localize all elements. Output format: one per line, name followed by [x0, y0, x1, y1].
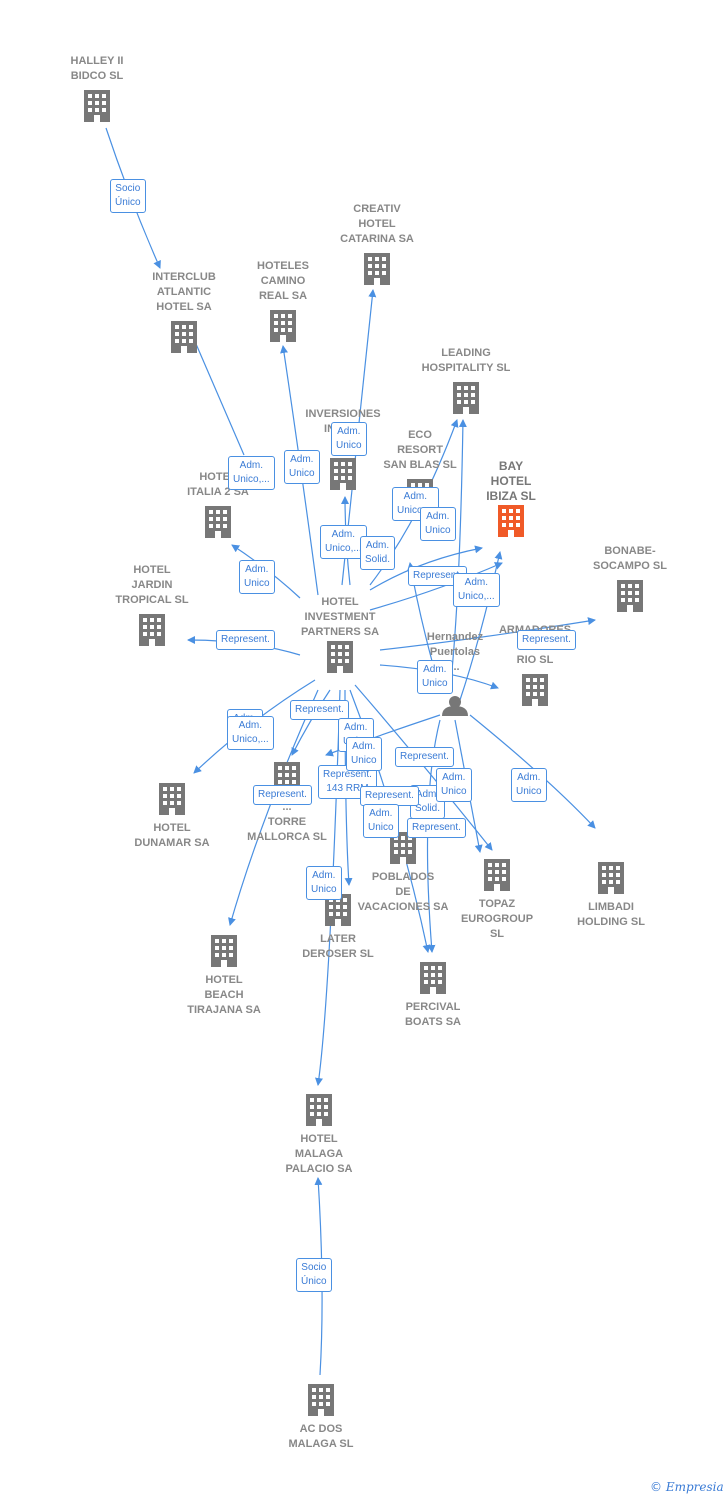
node-label-malaga[interactable]: HOTEL MALAGA PALACIO SA — [285, 1133, 353, 1175]
company-building-icon[interactable] — [617, 580, 643, 612]
company-building-icon[interactable] — [420, 962, 446, 994]
copyright-symbol: © — [650, 1480, 662, 1494]
relationship-label[interactable]: Socio Único — [110, 179, 146, 213]
relationship-edge — [189, 329, 245, 456]
brand-logo[interactable]: Empresia — [665, 1480, 724, 1494]
node-label-bay[interactable]: BAY HOTEL IBIZA SL — [486, 459, 536, 503]
brand-footer: © Empresia — [650, 1480, 724, 1494]
relationship-label[interactable]: Represent. — [408, 566, 467, 586]
node-label-eco[interactable]: ECO RESORT SAN BLAS SL — [383, 429, 457, 471]
relationship-label[interactable]: Represent. — [395, 747, 454, 767]
node-label-later[interactable]: LATER DEROSER SL — [302, 933, 374, 960]
relationship-label[interactable]: Adm. Unico,... — [320, 525, 367, 559]
node-label-hip[interactable]: HOTEL INVESTMENT PARTNERS SA — [300, 596, 380, 638]
relationship-edge — [369, 545, 483, 591]
relationship-label[interactable]: Represent. — [216, 630, 275, 650]
relationship-edge — [228, 689, 319, 926]
relationship-edge — [459, 551, 503, 701]
node-label-halley[interactable]: HALLEY II BIDCO SL — [70, 55, 124, 82]
relationship-label[interactable]: Adm. Unico,... — [227, 716, 274, 750]
relationship-label[interactable]: Adm. Unico — [331, 422, 367, 456]
node-label-percival[interactable]: PERCIVAL BOATS SA — [404, 1001, 462, 1028]
company-building-icon[interactable] — [270, 310, 296, 342]
relationship-label[interactable]: Socio Único — [296, 1258, 332, 1292]
relationship-label[interactable]: Adm. Solid. — [360, 536, 396, 570]
relationship-label[interactable]: Adm. Unico — [363, 804, 399, 838]
relationship-label[interactable]: Adm. Unico — [511, 768, 547, 802]
node-label-creativ[interactable]: CREATIV HOTEL CATARINA SA — [340, 203, 414, 245]
person-icon[interactable] — [442, 696, 468, 716]
company-building-icon[interactable] — [308, 1384, 334, 1416]
company-building-icon[interactable] — [598, 862, 624, 894]
company-building-icon[interactable] — [364, 253, 390, 285]
node-label-topaz[interactable]: TOPAZ EUROGROUP SL — [460, 898, 534, 940]
focus-company-building-icon[interactable] — [498, 505, 524, 537]
node-label-camino[interactable]: HOTELES CAMINO REAL SA — [257, 260, 309, 302]
relationship-label[interactable]: Adm. Unico — [417, 660, 453, 694]
company-building-icon[interactable] — [84, 90, 110, 122]
relationship-label[interactable]: Adm. Unico — [436, 768, 472, 802]
relationship-label[interactable]: Represent. — [290, 700, 349, 720]
company-building-icon[interactable] — [211, 935, 237, 967]
company-building-icon[interactable] — [205, 506, 231, 538]
node-label-italia[interactable]: HOTEL ITALIA 2 SA — [187, 471, 249, 498]
company-building-icon[interactable] — [330, 458, 356, 490]
node-label-hernandez[interactable]: Hernandez Puertolas ... — [426, 631, 484, 673]
relationship-label[interactable]: Adm. Unico,... — [228, 456, 275, 490]
node-label-limbadi[interactable]: LIMBADI HOLDING SL — [577, 901, 645, 928]
relationship-label[interactable]: Represent. — [253, 785, 312, 805]
relationship-edge — [369, 562, 503, 611]
relationship-label[interactable]: Adm. Unico — [284, 450, 320, 484]
relationship-label[interactable]: Adm. Unico — [239, 560, 275, 594]
node-label-dunamar[interactable]: HOTEL DUNAMAR SA — [134, 822, 210, 849]
relationship-label[interactable]: Adm. Unico,... — [453, 573, 500, 607]
company-building-icon[interactable] — [171, 321, 197, 353]
relationship-label[interactable]: Adm. Unico — [420, 507, 456, 541]
relationship-label[interactable]: Represent. — [517, 630, 576, 650]
company-building-icon[interactable] — [522, 674, 548, 706]
relationship-label[interactable]: Represent. — [407, 818, 466, 838]
node-label-poblados[interactable]: POBLADOS DE VACACIONES SA — [357, 871, 449, 913]
node-label-beach[interactable]: HOTEL BEACH TIRAJANA SA — [187, 974, 261, 1016]
node-label-acdos[interactable]: AC DOS MALAGA SL — [288, 1423, 354, 1450]
relationship-label[interactable]: Adm. Unico — [306, 866, 342, 900]
relationship-edge — [325, 714, 441, 757]
node-label-jardin[interactable]: HOTEL JARDIN TROPICAL SL — [115, 564, 189, 606]
node-label-torre[interactable]: ... TORRE MALLORCA SL — [247, 801, 327, 843]
company-building-icon[interactable] — [484, 859, 510, 891]
company-building-icon[interactable] — [453, 382, 479, 414]
node-label-leading[interactable]: LEADING HOSPITALITY SL — [421, 347, 511, 374]
relationship-label[interactable]: Adm. Unico — [346, 737, 382, 771]
company-building-icon[interactable] — [139, 614, 165, 646]
node-label-bonabe[interactable]: BONABE- SOCAMPO SL — [593, 545, 667, 572]
company-building-icon[interactable] — [159, 783, 185, 815]
company-building-icon[interactable] — [306, 1094, 332, 1126]
relationship-label[interactable]: Represent. — [360, 786, 419, 806]
node-label-interclub[interactable]: INTERCLUB ATLANTIC HOTEL SA — [152, 271, 216, 313]
company-building-icon[interactable] — [327, 641, 353, 673]
relationship-edge — [291, 689, 331, 756]
